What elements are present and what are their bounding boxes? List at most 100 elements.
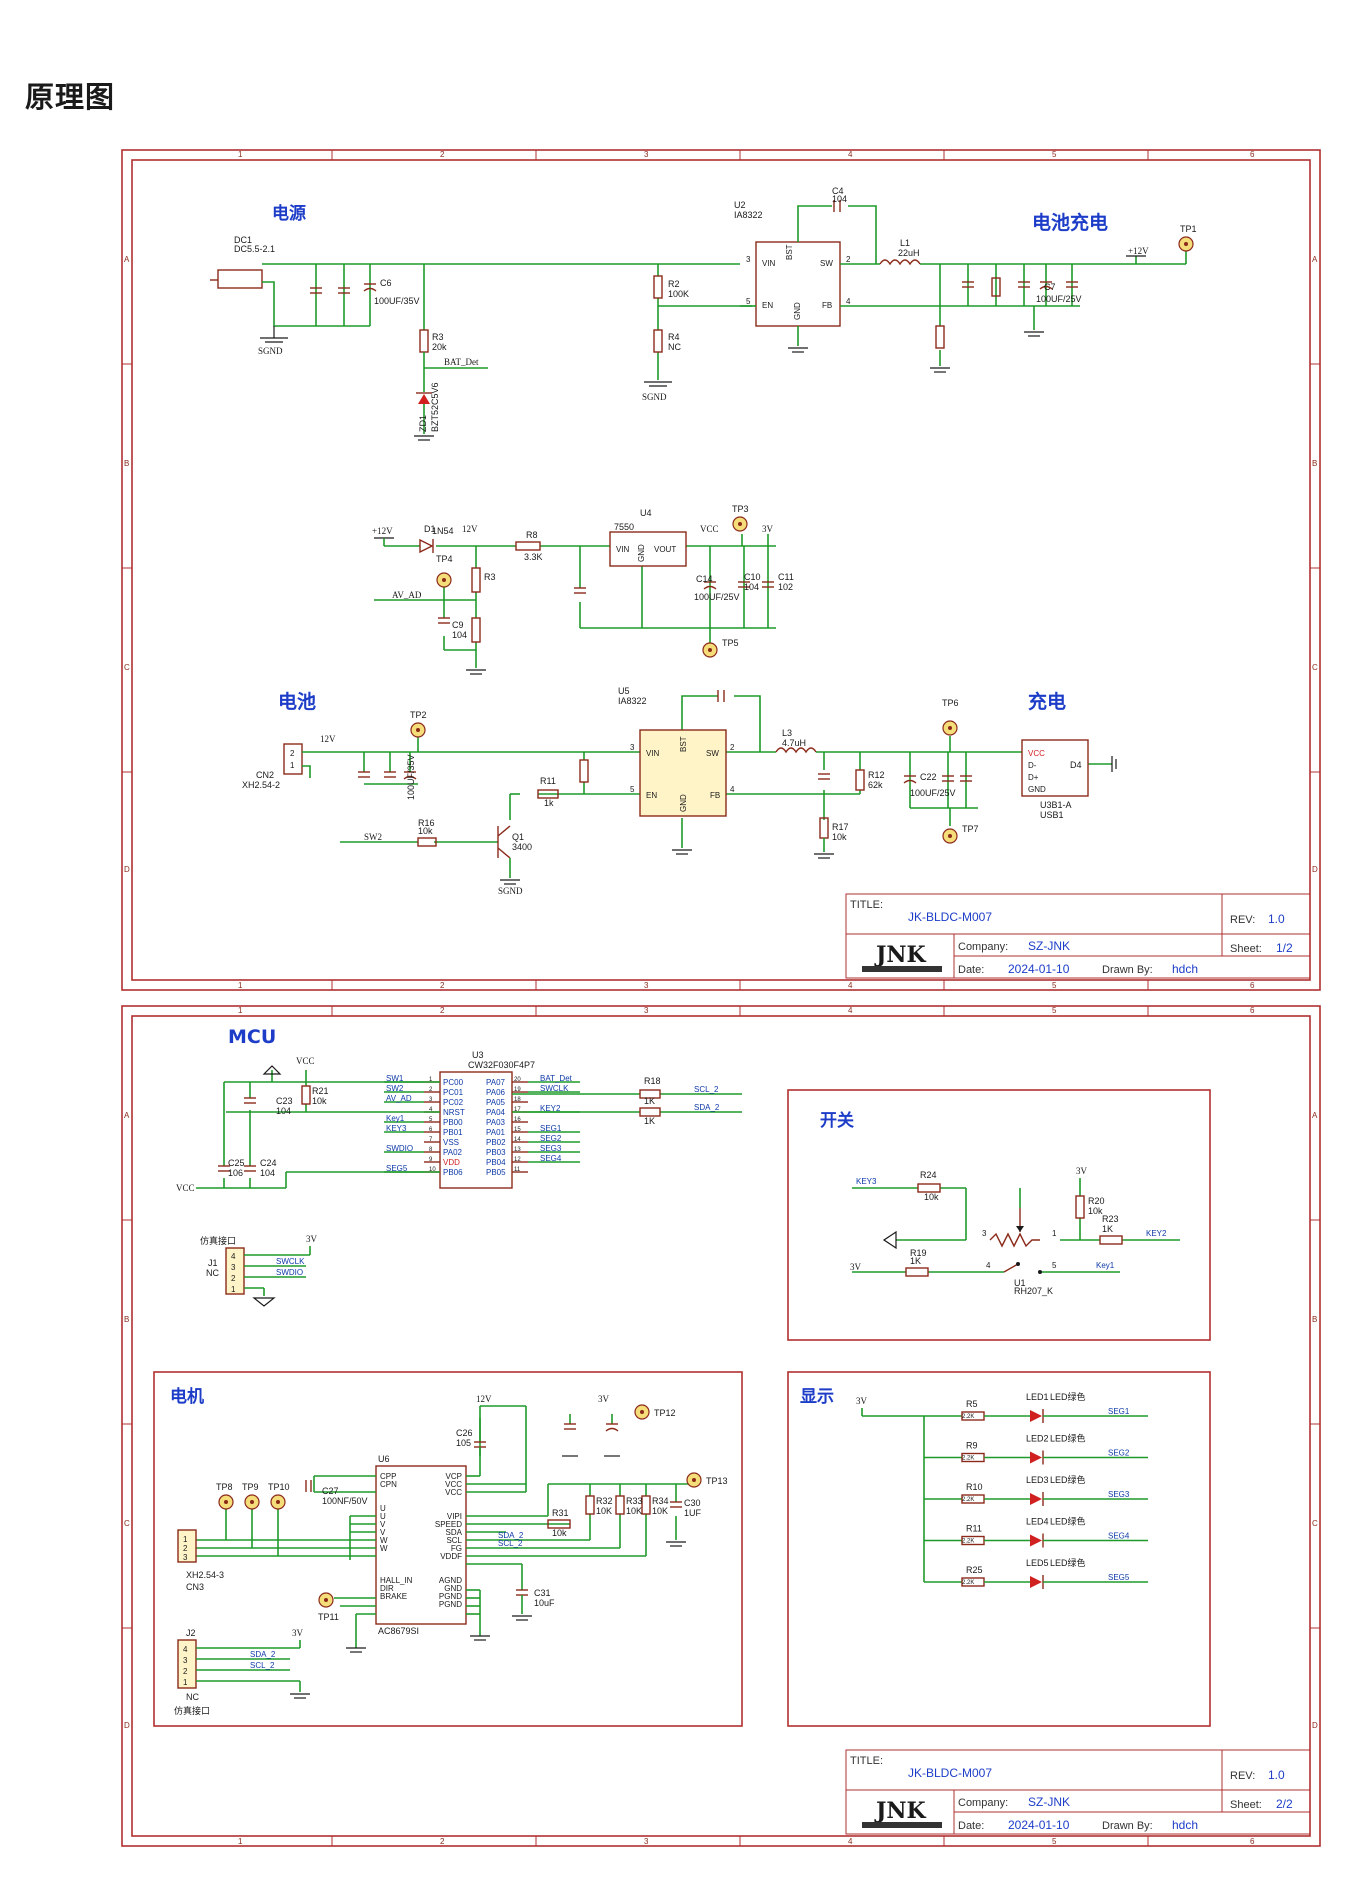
svg-text:5: 5	[1052, 1006, 1057, 1015]
resistor-r8: R8 3.3K	[515, 530, 543, 562]
svg-text:10K: 10K	[652, 1506, 668, 1516]
svg-text:22uH: 22uH	[898, 248, 920, 258]
svg-text:3: 3	[429, 1097, 433, 1103]
svg-text:2.2K: 2.2K	[962, 1497, 974, 1503]
c6-value: 100UF/35V	[374, 296, 420, 306]
svg-text:7550: 7550	[614, 522, 634, 532]
svg-text:2: 2	[290, 749, 295, 758]
svg-text:1/2: 1/2	[1276, 941, 1293, 955]
switch-frame	[787, 1089, 1211, 1341]
motor-pin-right: VCP	[446, 1472, 462, 1481]
svg-text:R23: R23	[1102, 1214, 1119, 1224]
svg-text:19: 19	[514, 1087, 521, 1093]
motor-wires	[196, 1405, 692, 1648]
svg-text:IA8322: IA8322	[618, 696, 647, 706]
svg-text:SZ-JNK: SZ-JNK	[1028, 939, 1070, 953]
power-input-wires	[262, 263, 752, 380]
svg-text:10k: 10k	[552, 1528, 567, 1538]
svg-text:仿真接口: 仿真接口	[174, 1705, 210, 1716]
mcu-net-left: SW2	[386, 1084, 404, 1093]
svg-text:Q1: Q1	[512, 832, 524, 842]
svg-text:SDA_2: SDA_2	[498, 1531, 524, 1540]
mcu-wires	[196, 1070, 742, 1189]
svg-text:R32: R32	[596, 1496, 613, 1506]
svg-text:2024-01-10: 2024-01-10	[1008, 962, 1070, 976]
svg-text:SWCLK: SWCLK	[276, 1257, 305, 1266]
mcu-pin-right: PB04	[486, 1158, 506, 1167]
svg-text:1: 1	[183, 1678, 188, 1687]
svg-text:REV:: REV:	[1230, 1770, 1255, 1782]
svg-text:12: 12	[514, 1157, 521, 1163]
svg-text:R4: R4	[668, 332, 680, 342]
svg-text:NC: NC	[206, 1268, 219, 1278]
svg-text:105: 105	[456, 1438, 471, 1448]
dc-jack-dc1: DC1 DC5.5-2.1	[210, 235, 275, 289]
svg-text:C7: C7	[1044, 282, 1056, 292]
svg-text:SGND: SGND	[642, 392, 667, 402]
motor-pin-right: SCL	[446, 1536, 462, 1545]
svg-text:102: 102	[778, 582, 793, 592]
svg-text:GND: GND	[637, 544, 646, 562]
display-frame	[787, 1371, 1211, 1727]
svg-text:仿真接口: 仿真接口	[200, 1235, 236, 1246]
svg-text:3.3K: 3.3K	[524, 552, 543, 562]
svg-text:3V: 3V	[306, 1234, 318, 1244]
svg-text:18: 18	[514, 1097, 521, 1103]
svg-text:104: 104	[832, 194, 847, 204]
svg-text:10: 10	[429, 1167, 436, 1173]
svg-text:VIN: VIN	[762, 259, 776, 268]
svg-text:100UF/35V: 100UF/35V	[406, 754, 416, 800]
svg-text:104: 104	[452, 630, 467, 640]
svg-text:D: D	[124, 865, 130, 874]
svg-text:4: 4	[846, 297, 851, 306]
svg-text:16: 16	[514, 1117, 521, 1123]
svg-text:DC5.5-2.1: DC5.5-2.1	[234, 244, 275, 254]
svg-text:C31: C31	[534, 1588, 551, 1598]
svg-text:U5: U5	[618, 686, 630, 696]
section-battery-charge-heading: 电池充电	[1032, 211, 1108, 234]
svg-text:J1: J1	[208, 1258, 218, 1268]
mcu-pin-left: NRST	[443, 1108, 465, 1117]
debug-connector-j2: 43 21 J2 NC 仿真接口 SDA_2 SCL_2 3V	[174, 1628, 310, 1716]
svg-text:VIN: VIN	[616, 545, 630, 554]
svg-text:Sheet:: Sheet:	[1230, 943, 1262, 955]
section-power-heading: 电源	[272, 203, 306, 224]
svg-text:5: 5	[1052, 150, 1057, 159]
svg-text:1.0: 1.0	[1268, 912, 1285, 926]
section-battery-heading: 电池	[278, 690, 316, 713]
svg-text:R10: R10	[966, 1482, 983, 1492]
svg-text:LED绿色: LED绿色	[1050, 1391, 1086, 1402]
svg-text:REV:: REV:	[1230, 914, 1255, 926]
svg-text:2: 2	[440, 1006, 445, 1015]
svg-text:3: 3	[183, 1553, 188, 1562]
svg-text:TITLE:: TITLE:	[850, 899, 883, 911]
svg-text:SDA_2: SDA_2	[250, 1650, 276, 1659]
svg-text:4: 4	[183, 1645, 188, 1654]
motor-pin-right: GND	[444, 1584, 462, 1593]
svg-text:SDA_2: SDA_2	[694, 1103, 720, 1112]
svg-text:R9: R9	[966, 1441, 978, 1451]
svg-text:+12V: +12V	[372, 526, 393, 536]
svg-text:1: 1	[238, 981, 243, 990]
svg-text:C26: C26	[456, 1428, 473, 1438]
svg-text:NC: NC	[668, 342, 681, 352]
svg-text:J2: J2	[186, 1628, 196, 1638]
svg-text:2: 2	[440, 981, 445, 990]
svg-text:2: 2	[730, 743, 735, 752]
section-switch-heading: 开关	[820, 1110, 854, 1131]
svg-text:LED5: LED5	[1026, 1558, 1049, 1568]
svg-text:3: 3	[644, 150, 649, 159]
motor-pin-left: BRAKE	[380, 1592, 407, 1601]
svg-text:U1: U1	[1014, 1278, 1026, 1288]
svg-text:LED绿色: LED绿色	[1050, 1433, 1086, 1444]
svg-text:3V: 3V	[850, 1262, 862, 1272]
regulator-wires	[374, 534, 776, 668]
mcu-net-right: KEY2	[540, 1104, 561, 1113]
svg-text:VCC: VCC	[296, 1056, 315, 1066]
svg-text:1: 1	[231, 1285, 236, 1294]
resistors-r12-r17: R12 62k R17 10k	[814, 769, 885, 859]
